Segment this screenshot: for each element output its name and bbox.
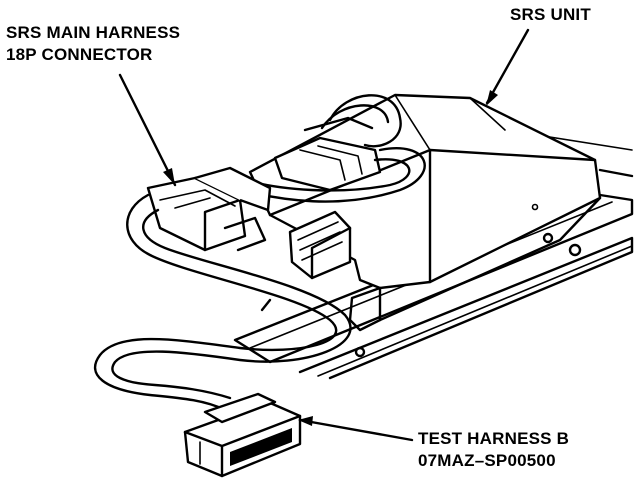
test-harness-label-line2: 07MAZ–SP00500 [418,451,556,470]
main-harness-18p-connector [146,166,272,252]
test-harness-label-line1: TEST HARNESS B [418,429,570,448]
test-harness-cable [93,193,352,412]
arrowhead-srs-unit [486,90,498,106]
leader-line-test-harness [298,418,414,442]
srs-unit-box [248,93,602,332]
leader-line-srs-unit [485,28,530,105]
test-harness-label: TEST HARNESS B 07MAZ–SP00500 [418,428,569,472]
main-harness-cable [238,94,426,203]
unit-connector-top [273,116,382,192]
arrowhead-main-harness [163,168,175,185]
srs-unit-label: SRS UNIT [510,5,591,24]
srs-main-harness-label: SRS MAIN HARNESS 18P CONNECTOR [6,22,180,66]
leader-lines [118,28,530,442]
srs-main-harness-label-line2: 18P CONNECTOR [6,45,153,64]
leader-line-main-harness [118,73,177,187]
arrowhead-test-harness [298,416,313,426]
unit-connector-front [288,210,352,280]
test-harness-b-connector [183,392,302,478]
srs-main-harness-label-line1: SRS MAIN HARNESS [6,23,181,42]
